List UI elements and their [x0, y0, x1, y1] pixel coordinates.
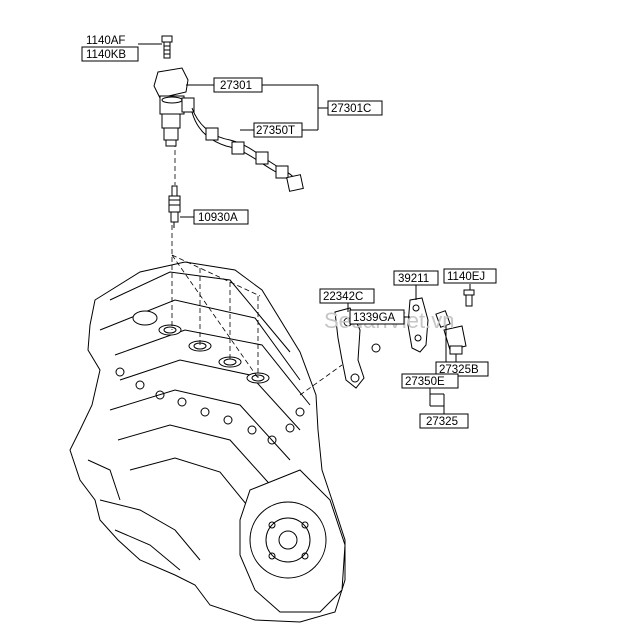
engine-block	[69, 261, 346, 623]
cover-bolts	[115, 367, 305, 445]
label-27325: 27325	[426, 416, 458, 428]
label-27301: 27301	[220, 80, 252, 92]
label-39211: 39211	[398, 273, 429, 285]
spark-plug	[168, 185, 181, 228]
wiring-harness	[191, 107, 304, 192]
label-22342c: 22342C	[323, 291, 363, 303]
label-27325b: 27325B	[439, 364, 479, 376]
guide-lines	[171, 142, 343, 396]
label-1140kb: 1140KB	[86, 49, 126, 61]
label-27301c: 27301C	[331, 103, 371, 115]
label-1339ga: 1339GA	[353, 312, 396, 324]
sensor-27325	[443, 289, 475, 355]
ignition-coil	[153, 67, 195, 147]
label-27350e: 27350E	[405, 376, 445, 388]
label-1140af: 1140AF	[86, 35, 125, 47]
oil-filler-cap	[132, 310, 158, 326]
label-1140ej: 1140EJ	[447, 271, 485, 283]
label-10930a: 10930A	[198, 212, 238, 224]
bracket-39211	[407, 297, 451, 353]
bolt-1140af	[161, 35, 173, 59]
flywheel-housing	[239, 469, 346, 613]
label-27350t: 27350T	[256, 125, 295, 137]
